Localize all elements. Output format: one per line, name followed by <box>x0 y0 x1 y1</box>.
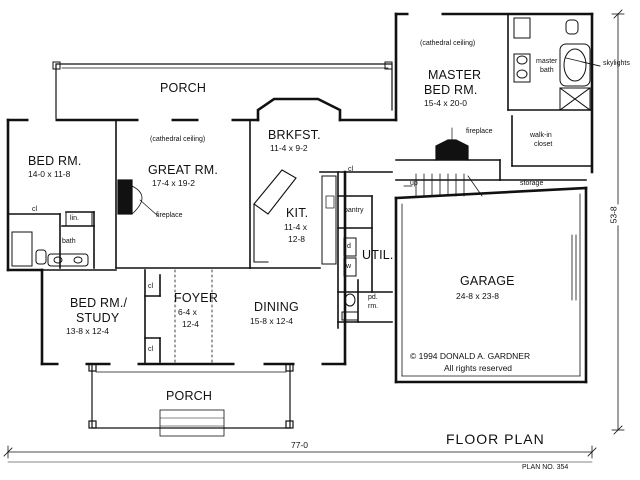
study-name-1: BED RM./ <box>70 296 128 310</box>
pantry-label: pantry <box>344 207 364 214</box>
bath-label: bath <box>62 238 76 245</box>
master-ceiling-note: (cathedral ceiling) <box>420 40 476 47</box>
stairs-up-label: up <box>410 180 418 187</box>
plan-number: PLAN NO. 354 <box>522 464 569 471</box>
left-bath-fixtures <box>11 211 93 267</box>
study-closet-label-1: cl <box>148 283 154 290</box>
foyer-dims-2: 12-4 <box>182 319 200 329</box>
great-room-fireplace-label: fireplace <box>156 212 183 219</box>
stairs <box>403 173 483 197</box>
walkin-closet-label-1: walk-in <box>530 132 552 139</box>
dining-dims: 15-8 x 12-4 <box>250 316 293 326</box>
rear-porch-label: PORCH <box>160 81 207 95</box>
walkin-closet-label-2: closet <box>534 141 553 148</box>
great-room-fireplace <box>117 179 159 217</box>
master-bath-label-2: bath <box>540 67 554 74</box>
foyer-name: FOYER <box>174 291 219 305</box>
foyer-dims-1: 6-4 x <box>178 307 197 317</box>
master-dims: 15-4 x 20-0 <box>424 98 467 108</box>
master-name-1: MASTER <box>428 68 482 82</box>
master-name-2: BED RM. <box>424 83 478 97</box>
garage-name: GARAGE <box>460 274 515 288</box>
study-closet-label-2: cl <box>148 346 154 353</box>
utility-name: UTIL. <box>362 248 394 262</box>
skylights-label: skylights <box>603 60 630 67</box>
powder-room-label-2: rm. <box>368 303 379 310</box>
utility-fixtures <box>341 237 359 321</box>
garage-dims: 24-8 x 23-8 <box>456 291 499 301</box>
master-bath-fixtures <box>513 17 591 111</box>
kitchen-island <box>253 169 337 265</box>
powder-room-label-1: pd. <box>368 294 378 301</box>
storage-label: storage <box>520 180 544 187</box>
kitchen-dims-2: 12-8 <box>288 234 306 244</box>
interior-walls <box>7 13 593 365</box>
kitchen-closet-label: cl <box>348 166 354 173</box>
master-fireplace-label: fireplace <box>466 128 493 135</box>
copyright-line-2: All rights reserved <box>444 363 513 373</box>
front-porch-label: PORCH <box>166 389 213 403</box>
dimension-lines <box>3 9 625 463</box>
master-fireplace <box>435 127 469 161</box>
great-room-name: GREAT RM. <box>148 163 219 177</box>
bed-closet-label: cl <box>32 206 38 213</box>
great-room-ceiling-note: (cathedral ceiling) <box>150 136 206 143</box>
study-dims: 13-8 x 12-4 <box>66 326 109 336</box>
front-porch-outline <box>88 363 294 437</box>
great-room-dims: 17-4 x 19-2 <box>152 178 195 188</box>
breakfast-name: BRKFST. <box>268 128 321 142</box>
floor-plan-title: FLOOR PLAN <box>446 431 545 447</box>
overall-width-dimension: 77-0 <box>288 440 312 451</box>
bedroom-left-name: BED RM. <box>28 154 82 168</box>
copyright-line-1: © 1994 DONALD A. GARDNER <box>410 351 531 361</box>
washer-label: w <box>346 263 352 270</box>
rear-porch-outline <box>52 61 393 121</box>
master-bath-label-1: master <box>536 58 558 65</box>
kitchen-dims-1: 11-4 x <box>284 222 307 232</box>
breakfast-dims: 11-4 x 9-2 <box>270 143 308 153</box>
dining-name: DINING <box>254 300 299 314</box>
overall-depth-dimension: 53-8 <box>608 204 620 226</box>
garage-inner-wall <box>401 193 581 377</box>
kitchen-name: KIT. <box>286 206 309 220</box>
windows <box>28 12 442 366</box>
study-name-2: STUDY <box>76 311 120 325</box>
skylight-pointer <box>565 57 601 67</box>
dryer-label: d <box>347 243 351 250</box>
linen-label: lin. <box>70 215 79 222</box>
bedroom-left-dims: 14-0 x 11-8 <box>28 169 71 179</box>
